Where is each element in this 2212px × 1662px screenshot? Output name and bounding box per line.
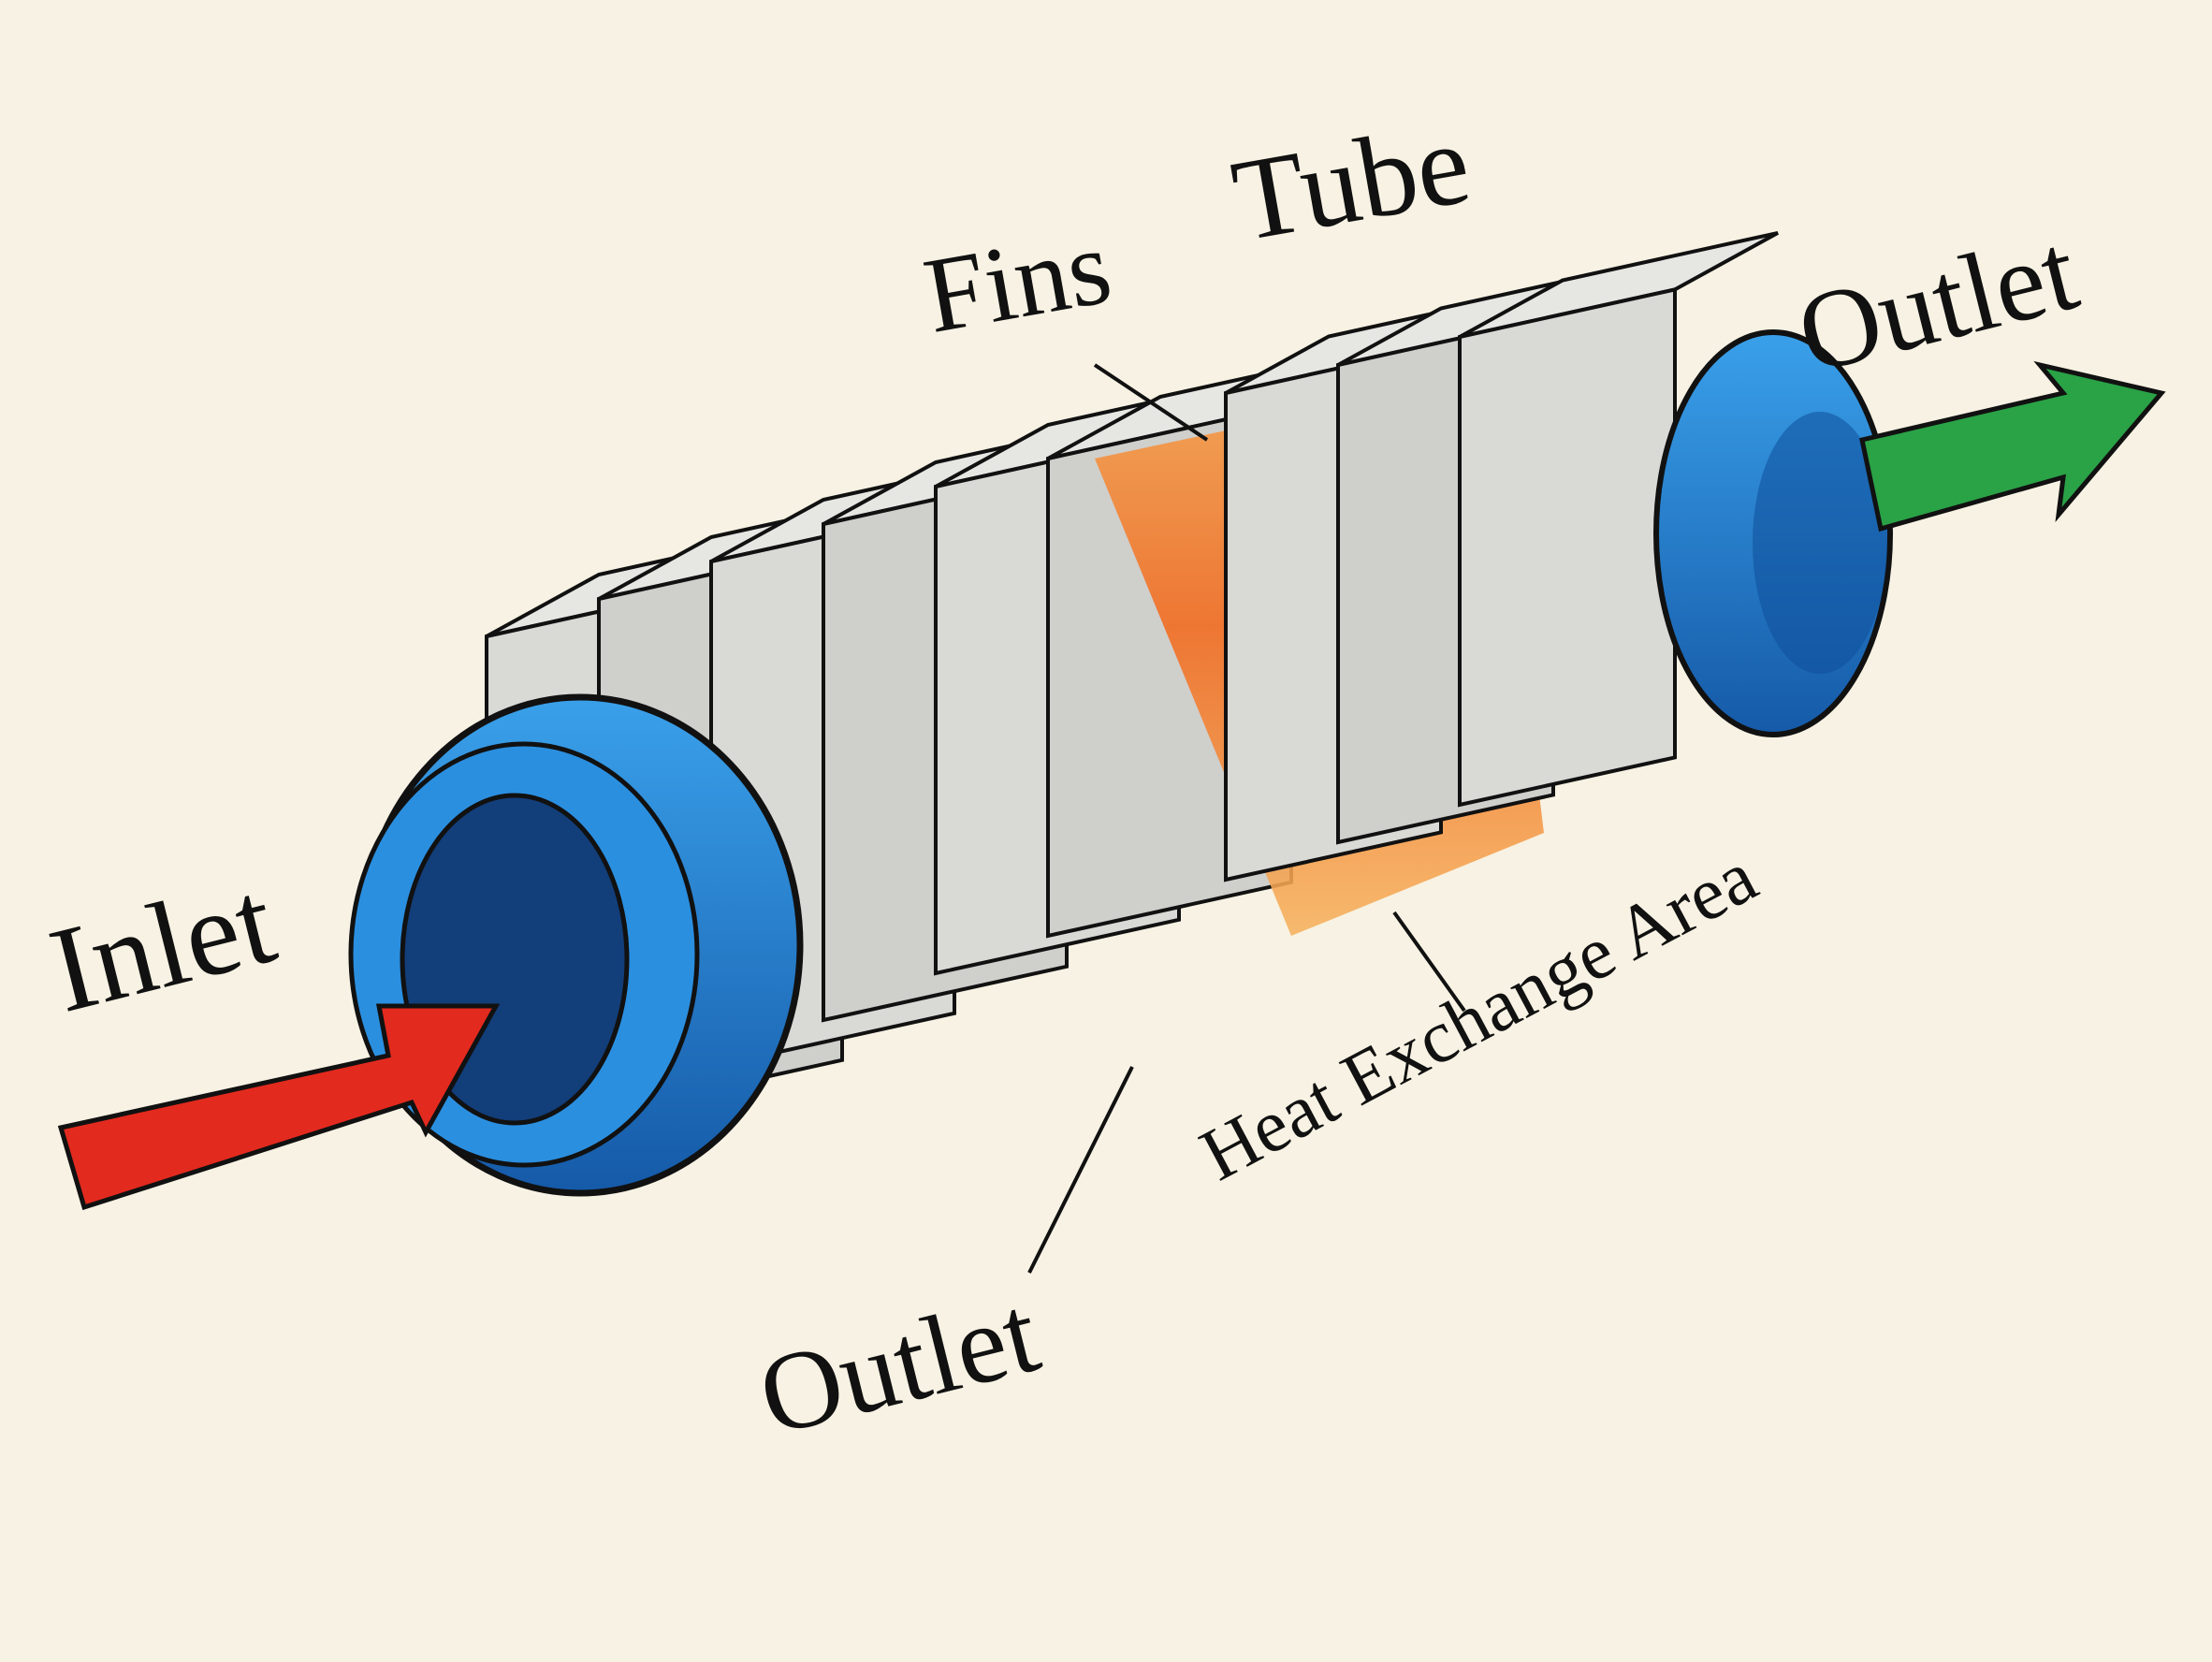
leader-line-outlet	[1027, 1066, 1134, 1274]
outlet-arrow	[1859, 360, 2166, 532]
right-fins-group	[1224, 230, 1779, 882]
inlet-arrow	[57, 1003, 501, 1211]
fin-plate	[1458, 230, 1779, 808]
outlet-pipe-right	[1653, 329, 1893, 737]
leader-line-tube	[1093, 363, 1209, 442]
leader-line-heat	[1392, 911, 1466, 1013]
